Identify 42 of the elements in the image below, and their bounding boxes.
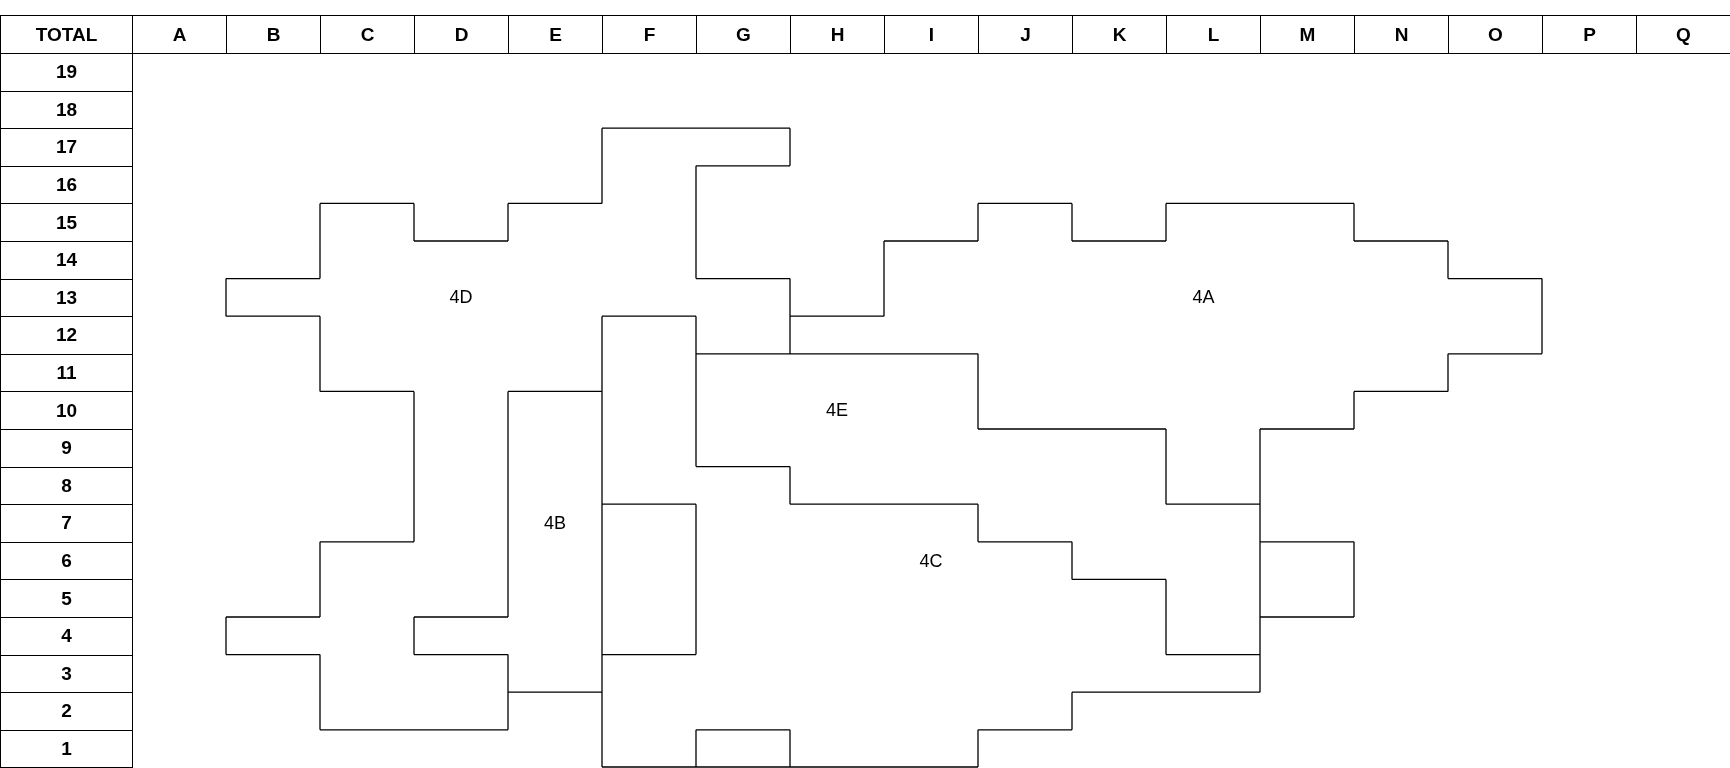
- corner-header-cell: TOTAL: [0, 15, 133, 54]
- column-header-cell: H: [790, 15, 885, 54]
- row-header-cell: 5: [0, 579, 133, 618]
- region-label: 4E: [826, 399, 848, 421]
- row-header-cell: 17: [0, 128, 133, 167]
- column-header-cell: K: [1072, 15, 1167, 54]
- region-label: 4A: [1192, 286, 1215, 308]
- column-header-cell: J: [978, 15, 1073, 54]
- row-header-cell: 16: [0, 165, 133, 205]
- region-label: 4C: [919, 550, 943, 572]
- column-header-cell: Q: [1636, 15, 1730, 54]
- row-header-cell: 12: [0, 316, 133, 355]
- row-header-cell: 2: [0, 692, 133, 731]
- row-header-cell: 6: [0, 541, 133, 581]
- column-header-cell: E: [508, 15, 603, 54]
- row-header-cell: 9: [0, 429, 133, 468]
- row-header-cell: 3: [0, 654, 133, 694]
- row-header-cell: 15: [0, 203, 133, 242]
- row-header-cell: 4: [0, 617, 133, 656]
- row-header-cell: 10: [0, 391, 133, 430]
- row-header-cell: 7: [0, 504, 133, 543]
- column-header-cell: C: [320, 15, 415, 54]
- column-header-cell: D: [414, 15, 509, 54]
- row-header-cell: 14: [0, 241, 133, 280]
- column-header-cell: M: [1260, 15, 1355, 54]
- column-header-cell: P: [1542, 15, 1637, 54]
- row-header-cell: 1: [0, 729, 133, 768]
- column-header-cell: I: [884, 15, 979, 54]
- row-header-cell: 8: [0, 466, 133, 506]
- column-header-cell: B: [226, 15, 321, 54]
- row-header-cell: 11: [0, 353, 133, 393]
- region-label: 4D: [449, 286, 473, 308]
- column-header-cell: O: [1448, 15, 1543, 54]
- region-label: 4B: [544, 512, 566, 534]
- column-header-cell: F: [602, 15, 697, 54]
- row-header-cell: 19: [0, 53, 133, 92]
- column-header-cell: N: [1354, 15, 1449, 54]
- column-header-cell: L: [1166, 15, 1261, 54]
- column-header-cell: A: [132, 15, 227, 54]
- column-header-cell: G: [696, 15, 791, 54]
- row-header-cell: 18: [0, 90, 133, 130]
- row-header-cell: 13: [0, 278, 133, 318]
